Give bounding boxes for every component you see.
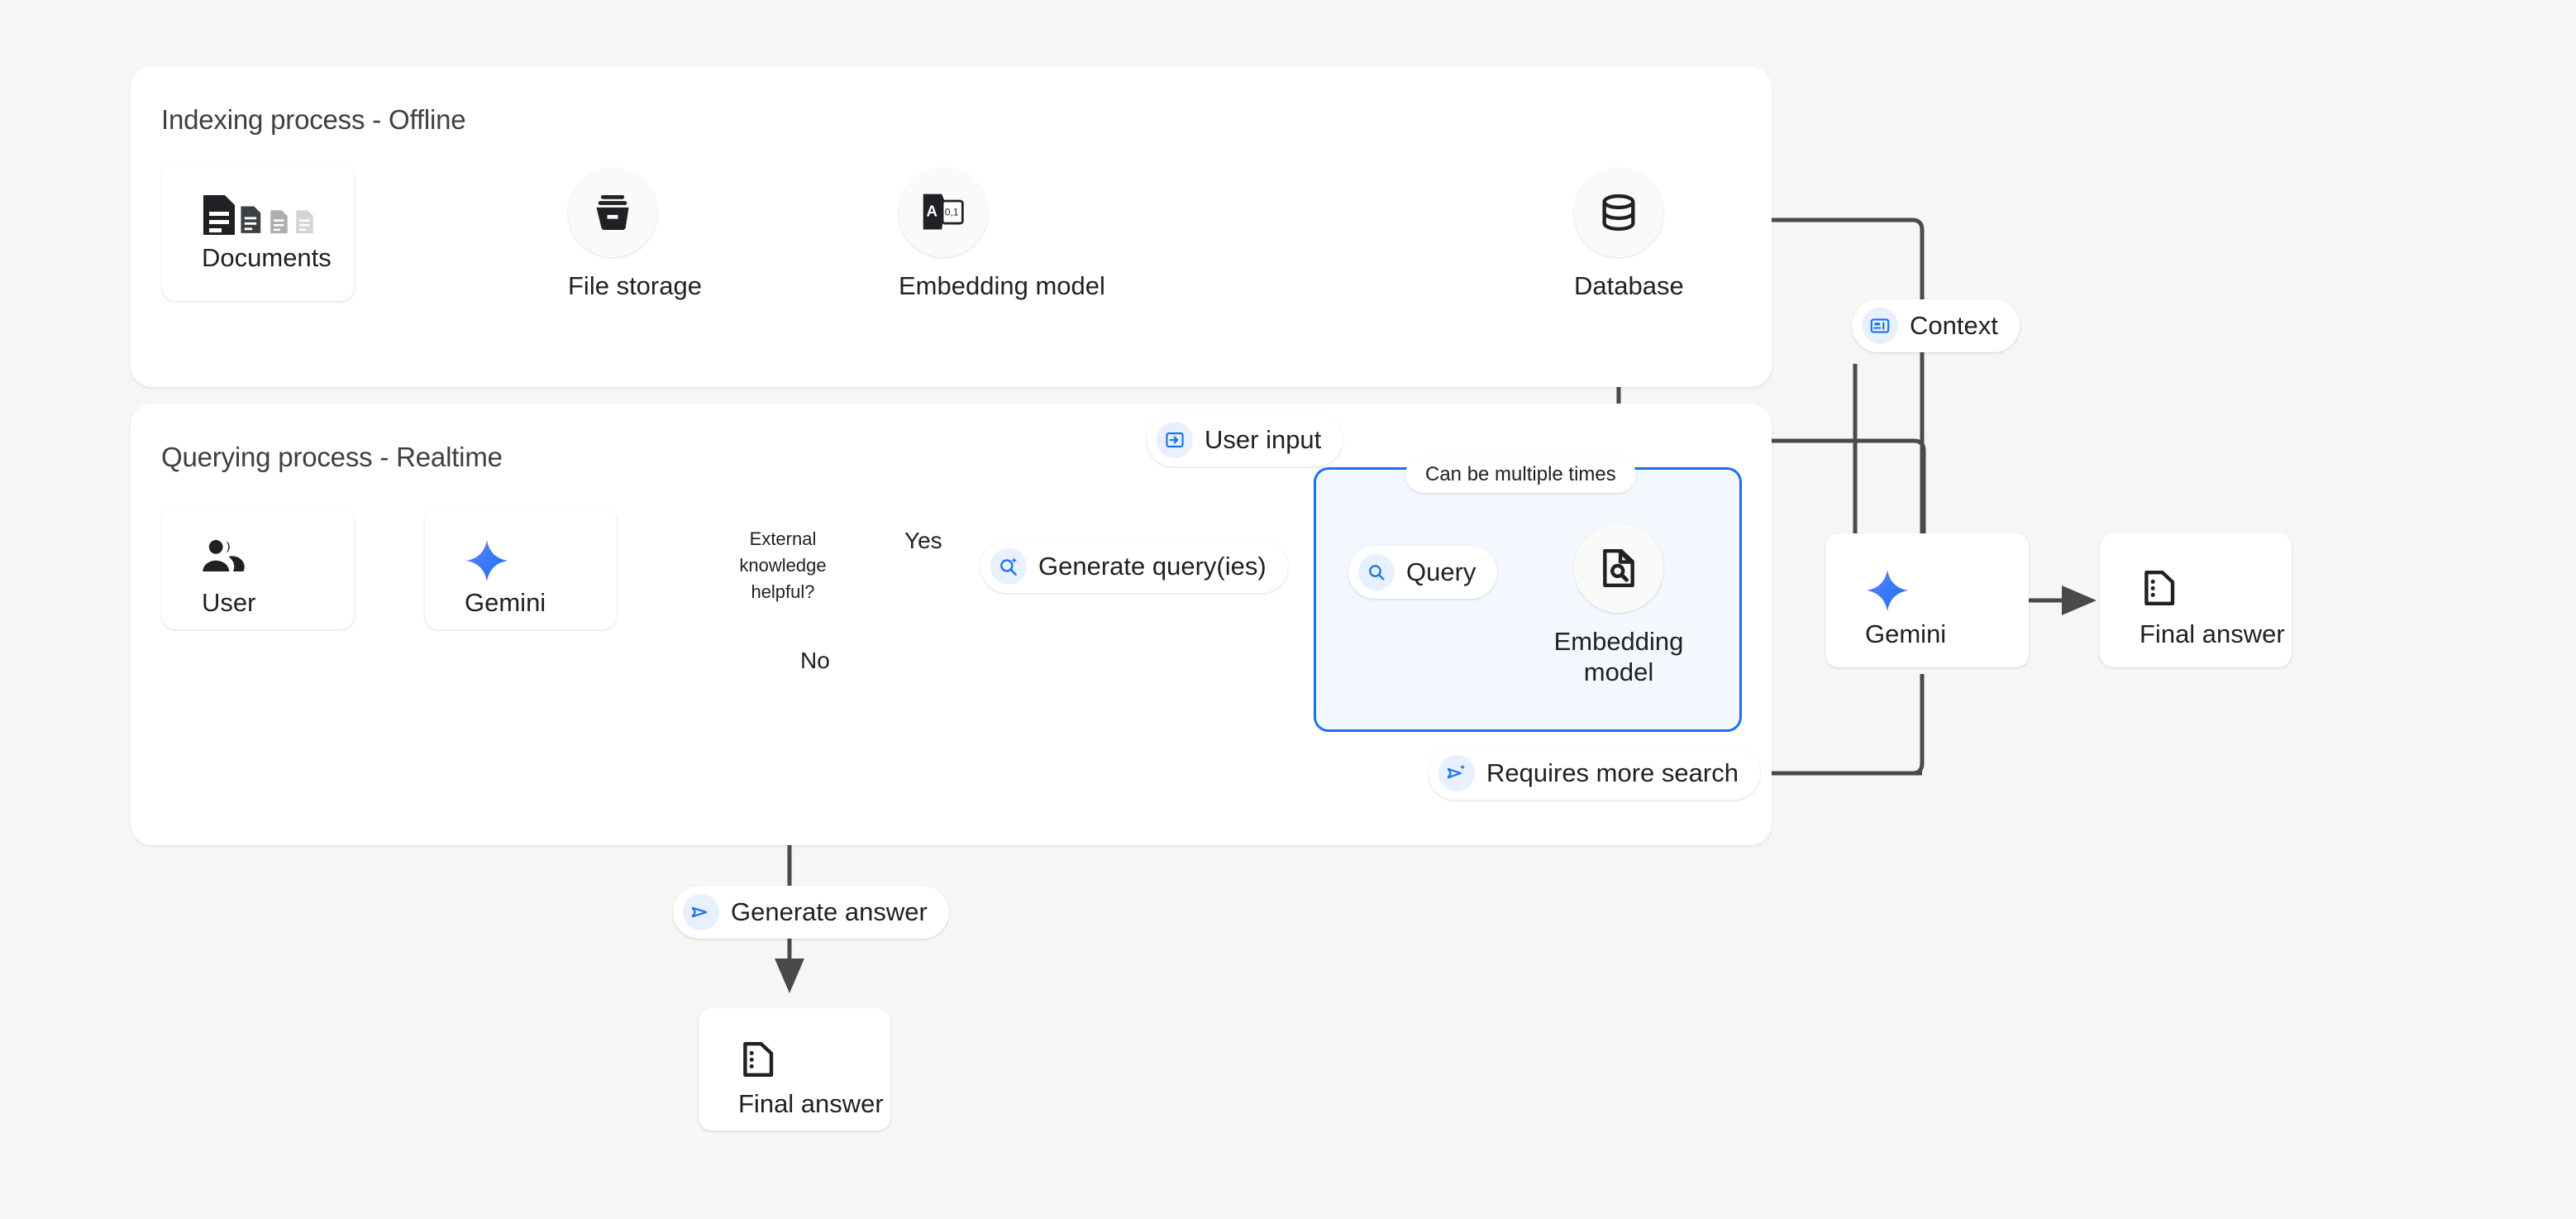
node-embedding-model-offline-label: Embedding model	[899, 271, 1105, 300]
pill-context[interactable]: Context	[1852, 299, 2020, 352]
embedding-model-icon: A 0,1	[899, 168, 988, 257]
pill-can-be-multiple-times: Can be multiple times	[1405, 457, 1636, 493]
node-gemini-right-label: Gemini	[1865, 619, 1947, 648]
node-gemini-left-label: Gemini	[465, 588, 546, 617]
node-embedding-model-query-label: Embedding model	[1553, 626, 1685, 687]
embed-line-2: model	[1583, 657, 1654, 687]
node-file-storage[interactable]: File storage	[568, 168, 702, 301]
node-database[interactable]: Database	[1574, 168, 1684, 301]
database-icon	[1574, 168, 1663, 257]
document-search-icon	[1574, 523, 1663, 613]
node-embedding-model-query[interactable]: Embedding model	[1554, 523, 1685, 687]
answer-doc-icon	[738, 1040, 778, 1083]
svg-text:0,1: 0,1	[945, 207, 959, 218]
gemini-sparkle-icon	[465, 538, 509, 587]
pill-query[interactable]: Query	[1348, 546, 1498, 599]
panel-indexing-title: Indexing process - Offline	[161, 104, 466, 135]
answer-doc-icon	[2140, 568, 2179, 612]
pill-context-label: Context	[1910, 311, 1998, 340]
pill-loop-note-label: Can be multiple times	[1425, 463, 1616, 485]
node-user[interactable]: User	[162, 507, 354, 629]
file-storage-icon	[568, 168, 657, 257]
pill-user-input[interactable]: User input	[1147, 414, 1343, 466]
decision-text: External knowledge helpful?	[704, 503, 862, 629]
edge-label-yes: Yes	[904, 528, 942, 553]
pill-requires-more-search[interactable]: Requires more search	[1429, 747, 1760, 800]
node-documents-label: Documents	[202, 243, 332, 272]
pill-generate-answer-label: Generate answer	[731, 897, 928, 926]
node-user-label: User	[202, 588, 256, 617]
pill-user-input-label: User input	[1205, 425, 1322, 454]
input-arrow-icon	[1157, 422, 1193, 458]
send-icon	[683, 894, 719, 930]
embed-line-1: Embedding	[1553, 627, 1684, 656]
context-card-icon	[1862, 308, 1898, 344]
edge-label-no: No	[800, 648, 830, 673]
node-file-storage-label: File storage	[568, 271, 702, 300]
pill-generate-answer[interactable]: Generate answer	[673, 886, 949, 939]
gemini-sparkle-icon	[1865, 568, 1910, 617]
pill-generate-queries[interactable]: Generate query(ies)	[980, 540, 1288, 593]
user-group-icon	[202, 538, 245, 577]
node-decision-external-knowledge[interactable]: External knowledge helpful?	[704, 503, 862, 629]
node-final-answer-bottom-label: Final answer	[738, 1089, 884, 1118]
decision-line-2: knowledge	[739, 555, 827, 576]
pill-generate-queries-label: Generate query(ies)	[1038, 552, 1267, 581]
pill-requires-more-search-label: Requires more search	[1486, 758, 1739, 787]
node-database-label: Database	[1574, 271, 1684, 300]
search-icon	[1358, 554, 1395, 590]
node-embedding-model-offline[interactable]: A 0,1 Embedding model	[899, 168, 1105, 301]
decision-line-1: External	[749, 528, 817, 550]
pill-query-label: Query	[1406, 557, 1476, 586]
node-gemini-right[interactable]: Gemini	[1825, 533, 2029, 667]
panel-querying-title: Querying process - Realtime	[161, 442, 503, 472]
search-sparkle-icon	[990, 548, 1027, 585]
node-final-answer-bottom[interactable]: Final answer	[699, 1008, 890, 1131]
svg-text:A: A	[926, 203, 937, 220]
node-documents[interactable]: Documents	[162, 162, 354, 301]
send-sparkle-icon	[1438, 755, 1475, 791]
documents-stack-icon	[202, 194, 334, 242]
node-final-answer-right[interactable]: Final answer	[2100, 533, 2292, 667]
decision-line-3: helpful?	[751, 581, 815, 602]
node-gemini-left[interactable]: Gemini	[425, 507, 617, 629]
node-final-answer-right-label: Final answer	[2140, 619, 2285, 648]
